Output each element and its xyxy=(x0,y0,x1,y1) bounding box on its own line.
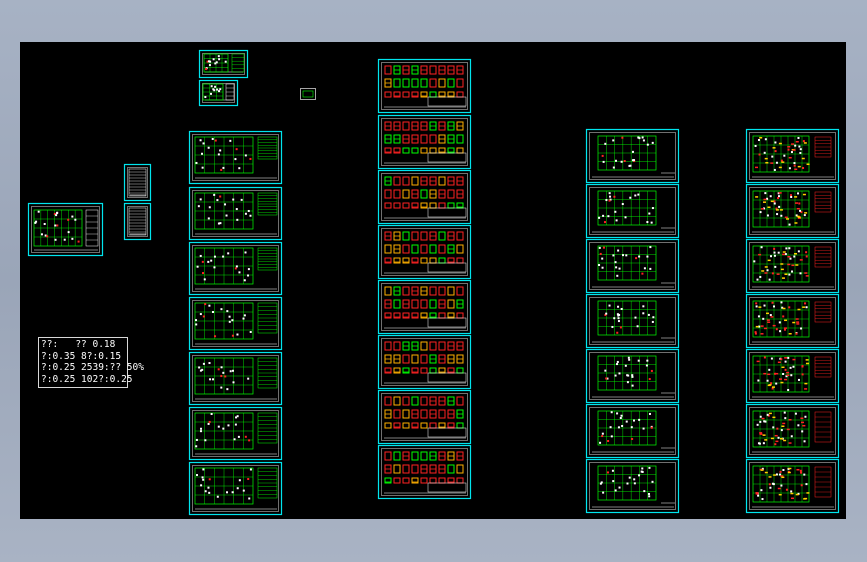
sheet-col1-5[interactable] xyxy=(188,351,283,406)
sheet-narrow-2[interactable] xyxy=(123,202,152,241)
sheet-col4-5[interactable] xyxy=(745,348,840,404)
text-note-block[interactable]: ??: ?? 0.18 ?:0.35 8?:0.15 ?:0.25 2539:?… xyxy=(38,337,144,388)
sheet-col4-7[interactable] xyxy=(745,458,840,514)
sheet-col2-2[interactable] xyxy=(377,114,472,170)
note-line-2: ?:0.35 8?:0.15 xyxy=(41,350,122,362)
sheet-col4-3[interactable] xyxy=(745,238,840,294)
sheet-col2-1[interactable] xyxy=(377,58,472,114)
sheet-col1-6[interactable] xyxy=(188,406,283,461)
sheet-col2-7[interactable] xyxy=(377,389,472,445)
sheet-col2-5[interactable] xyxy=(377,279,472,335)
sheet-col2-8[interactable] xyxy=(377,444,472,500)
sheet-col3-6[interactable] xyxy=(585,403,680,459)
sheet-col2-6[interactable] xyxy=(377,334,472,390)
cad-model-space[interactable] xyxy=(20,42,846,519)
sheet-col3-3[interactable] xyxy=(585,238,680,294)
sheet-top-1[interactable] xyxy=(198,49,249,79)
sheet-col4-2[interactable] xyxy=(745,183,840,239)
sheet-col4-6[interactable] xyxy=(745,403,840,459)
sheet-top-2[interactable] xyxy=(198,79,239,107)
sheet-narrow-1[interactable] xyxy=(123,163,152,202)
sheet-col1-1[interactable] xyxy=(188,130,283,185)
drawing-canvas[interactable]: ??: ?? 0.18 ?:0.35 8?:0.15 ?:0.25 2539:?… xyxy=(20,42,846,519)
sheet-col1-2[interactable] xyxy=(188,186,283,241)
note-line-3: ?:0.25 2539:?? 50% xyxy=(41,362,144,373)
sheet-col3-5[interactable] xyxy=(585,348,680,404)
sheet-col1-7[interactable] xyxy=(188,461,283,516)
sheet-col4-1[interactable] xyxy=(745,128,840,184)
sheet-col3-7[interactable] xyxy=(585,458,680,514)
sheet-col3-1[interactable] xyxy=(585,128,680,184)
note-line-1: ??: ?? 0.18 xyxy=(41,339,116,350)
sheet-col3-4[interactable] xyxy=(585,293,680,349)
sheet-col1-3[interactable] xyxy=(188,241,283,296)
sheet-col3-2[interactable] xyxy=(585,183,680,239)
sheet-col2-4[interactable] xyxy=(377,224,472,280)
note-line-4: ?:0.25 102?:0.25 xyxy=(41,373,133,385)
sheet-col4-4[interactable] xyxy=(745,293,840,349)
sheet-col1-4[interactable] xyxy=(188,296,283,351)
sheet-top-small[interactable] xyxy=(300,88,316,100)
sheet-left-plan[interactable] xyxy=(27,202,104,257)
sheet-col2-3[interactable] xyxy=(377,169,472,225)
